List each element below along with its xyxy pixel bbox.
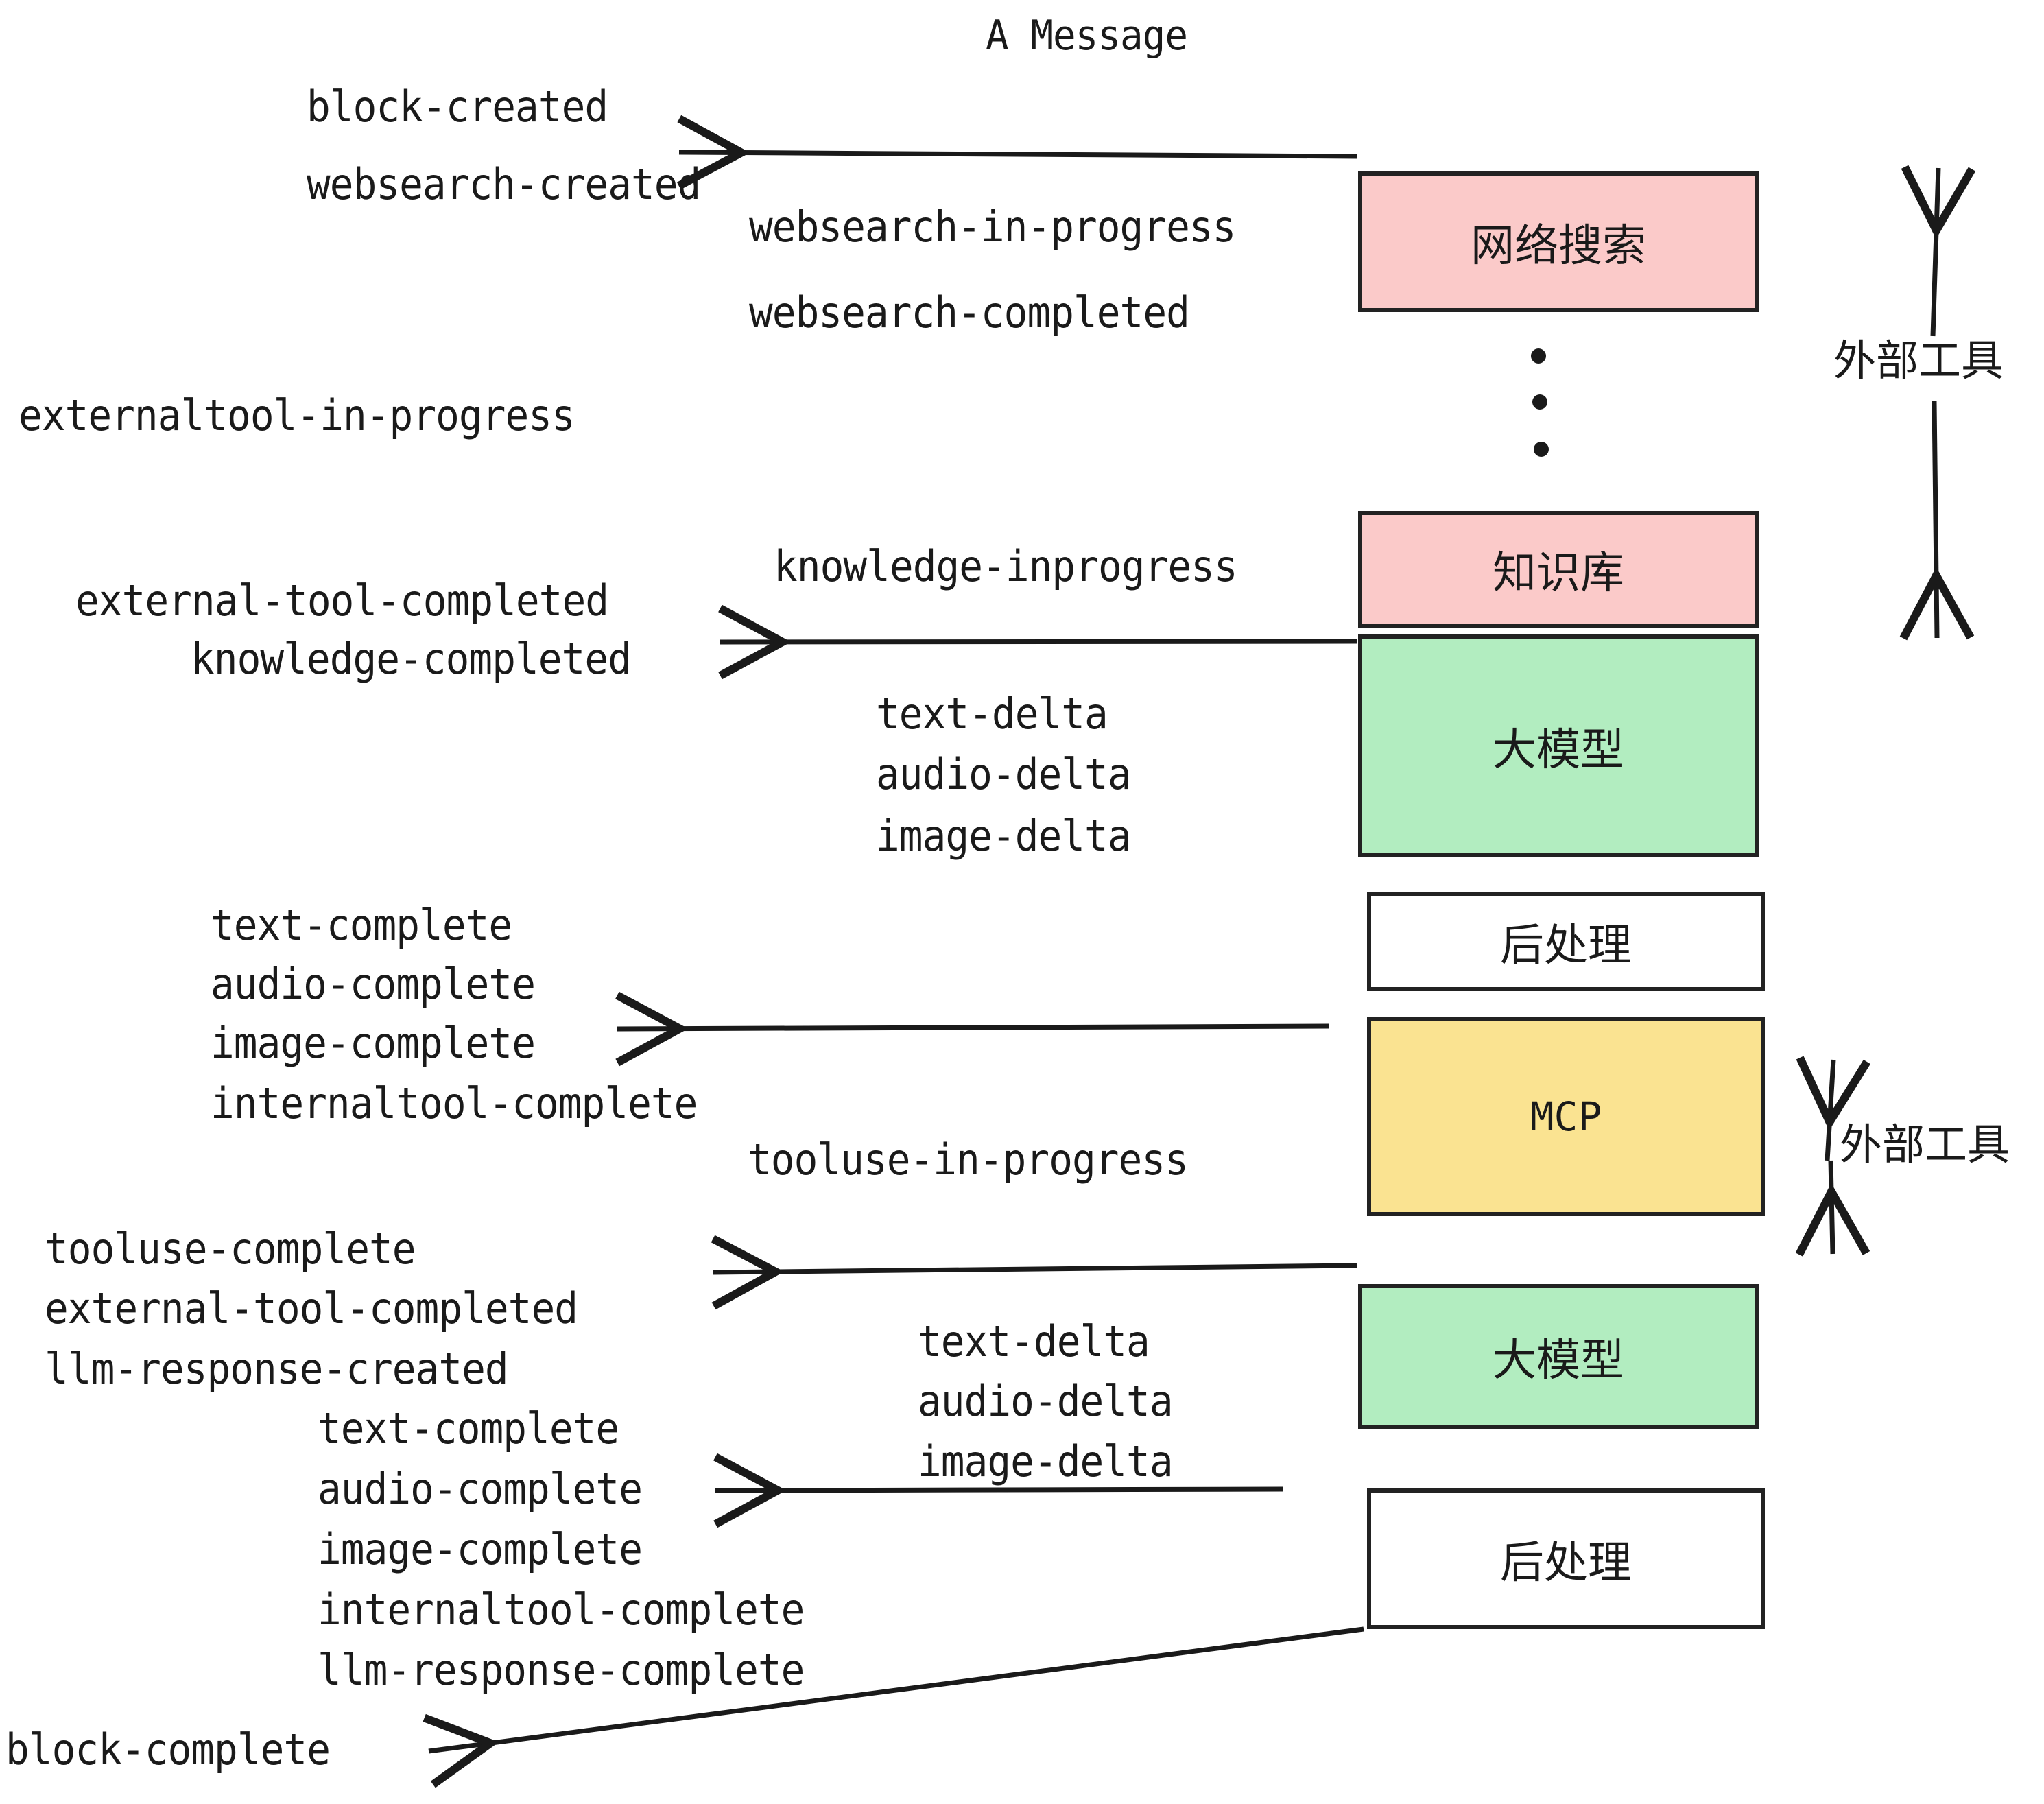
- event-label-audio-delta-1: audio-delta: [876, 749, 1132, 799]
- node-llm-2-label: 大模型: [1493, 1336, 1624, 1386]
- page-title: A Message: [986, 12, 1188, 60]
- event-label-text-complete-1: text-complete: [211, 900, 512, 950]
- event-label-block-created: block-created: [307, 82, 608, 132]
- arrow-external-tool-top-up: [1901, 165, 1976, 337]
- event-label-image-complete-2: image-complete: [318, 1524, 643, 1574]
- arrow-external-tool-top-down: [1899, 401, 1975, 641]
- event-label-text-delta-1: text-delta: [876, 689, 1108, 739]
- arrow-knowledge-to-completed: [718, 604, 1357, 680]
- event-label-text-complete-2: text-complete: [318, 1403, 619, 1453]
- event-label-llm-response-complete: llm-response-complete: [318, 1645, 805, 1695]
- event-label-tooluse-in-progress: tooluse-in-progress: [748, 1135, 1189, 1185]
- event-label-image-delta-2: image-delta: [918, 1436, 1174, 1486]
- event-label-block-complete: block-complete: [5, 1724, 331, 1775]
- arrow-mcp-to-tooluse-complete: [711, 1235, 1357, 1310]
- node-postprocess-2-label: 后处理: [1500, 1537, 1632, 1589]
- node-llm-1-label: 大模型: [1493, 724, 1624, 776]
- node-postprocess-1-label: 后处理: [1500, 920, 1632, 971]
- event-label-audio-delta-2: audio-delta: [918, 1376, 1174, 1426]
- event-label-image-complete-1: image-complete: [211, 1018, 536, 1068]
- node-mcp-label: MCP: [1530, 1093, 1602, 1140]
- ellipsis-dot: [1534, 442, 1549, 457]
- arrow-external-tool-bottom-up: [1796, 1056, 1870, 1161]
- event-label-websearch-in-progress: websearch-in-progress: [749, 202, 1236, 252]
- node-websearch: 网络搜索: [1358, 171, 1759, 312]
- node-knowledge: 知识库: [1358, 511, 1759, 628]
- event-label-external-tool-completed-1: external-tool-completed: [75, 575, 609, 626]
- arrow-postprocess-to-image-complete: [615, 991, 1330, 1067]
- event-label-knowledge-completed: knowledge-completed: [191, 634, 632, 684]
- node-postprocess-1: 后处理: [1367, 892, 1765, 991]
- event-label-tooluse-complete: tooluse-complete: [45, 1224, 416, 1274]
- node-websearch-label: 网络搜索: [1471, 220, 1646, 272]
- ellipsis-dot: [1531, 348, 1546, 364]
- event-label-externaltool-in-progress: externaltool-in-progress: [19, 390, 575, 440]
- event-label-internaltool-complete-1: internaltool-complete: [211, 1078, 698, 1128]
- event-label-audio-complete-1: audio-complete: [211, 959, 536, 1009]
- event-label-image-delta-1: image-delta: [876, 811, 1132, 861]
- event-label-audio-complete-2: audio-complete: [318, 1464, 643, 1514]
- node-llm-2: 大模型: [1358, 1284, 1759, 1429]
- arrow-websearch-to-created: [676, 115, 1357, 190]
- event-label-text-delta-2: text-delta: [918, 1316, 1150, 1366]
- event-label-websearch-completed: websearch-completed: [749, 287, 1190, 337]
- arrow-external-tool-bottom-down: [1795, 1160, 1870, 1257]
- side-label-external-tool-bottom: 外部工具: [1840, 1119, 2010, 1170]
- node-knowledge-label: 知识库: [1493, 548, 1624, 599]
- event-label-external-tool-completed-2: external-tool-completed: [45, 1283, 578, 1333]
- event-label-internaltool-complete-2: internaltool-complete: [318, 1585, 805, 1635]
- node-mcp: MCP: [1367, 1017, 1765, 1216]
- node-postprocess-2: 后处理: [1367, 1488, 1765, 1629]
- node-llm-1: 大模型: [1358, 634, 1759, 857]
- side-label-external-tool-top: 外部工具: [1833, 335, 2004, 385]
- event-label-llm-response-created: llm-response-created: [45, 1344, 509, 1394]
- arrow-llm2-to-audio-complete: [713, 1453, 1283, 1528]
- event-label-knowledge-inprogress: knowledge-inprogress: [774, 541, 1238, 591]
- event-label-websearch-created: websearch-created: [307, 159, 701, 209]
- ellipsis-dot: [1532, 394, 1547, 410]
